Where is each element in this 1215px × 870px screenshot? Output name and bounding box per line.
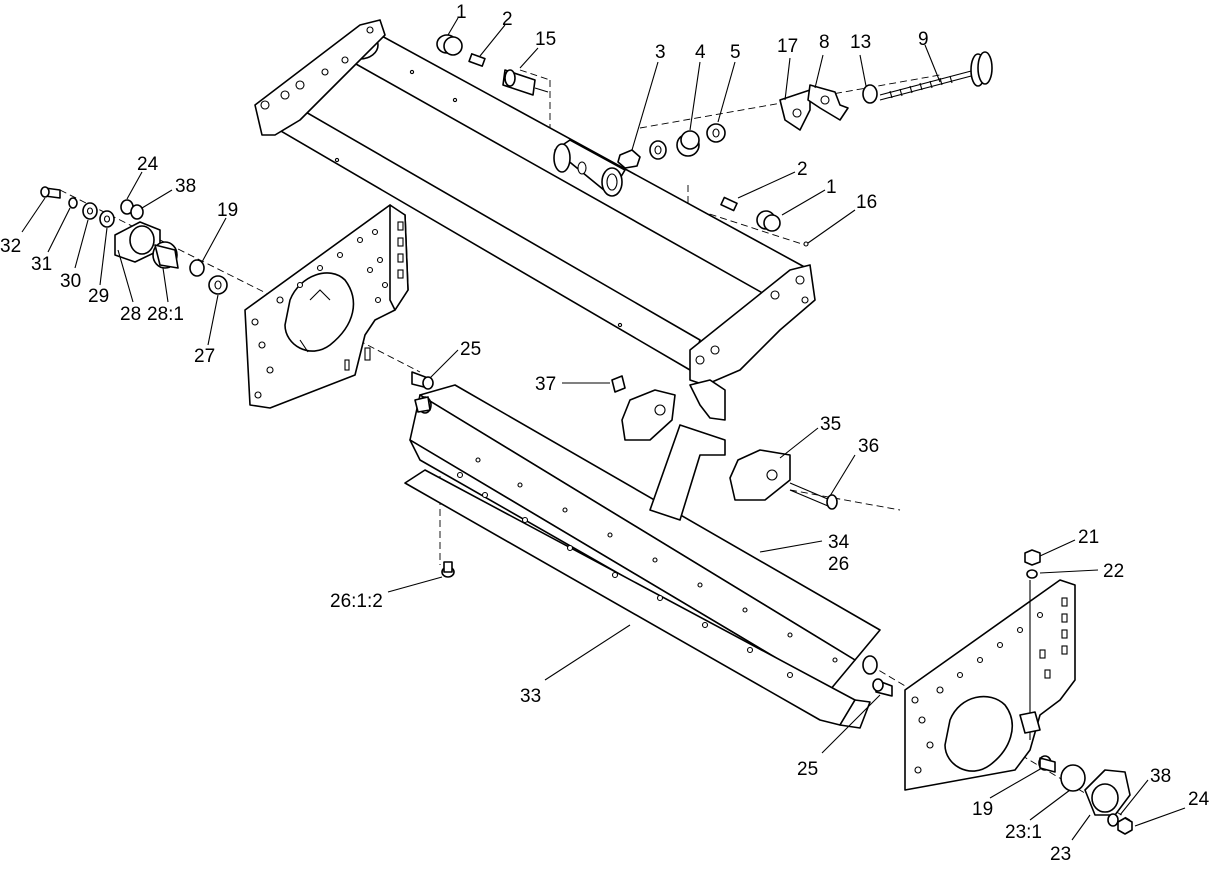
left-side-plate <box>244 204 409 409</box>
callout-23: 23 <box>1050 844 1071 865</box>
callout-13: 13 <box>850 32 871 53</box>
callout-38: 38 <box>175 176 196 197</box>
callout-24: 24 <box>137 154 159 175</box>
upper-frame <box>254 19 816 386</box>
callout-2: 2 <box>502 9 513 30</box>
callout-25: 25 <box>460 339 481 360</box>
callout-25b: 25 <box>797 759 818 780</box>
right-bearing-stack <box>1038 755 1133 835</box>
callout-19b: 19 <box>972 799 993 820</box>
callout-37: 37 <box>535 374 556 395</box>
callout-15: 15 <box>535 29 556 50</box>
left-bearing-stack <box>40 186 228 295</box>
callout-23-1: 23:1 <box>1005 822 1042 843</box>
bedbar-assembly <box>404 379 881 729</box>
callout-5: 5 <box>730 42 741 63</box>
counterweights <box>611 375 838 510</box>
callout-32: 32 <box>0 236 21 257</box>
callout-35: 35 <box>820 414 841 435</box>
callout-1: 1 <box>456 2 467 23</box>
callout-21: 21 <box>1078 527 1099 548</box>
callout-29: 29 <box>88 286 109 307</box>
callout-28-1: 28:1 <box>147 304 184 325</box>
leader-lines <box>21 17 1186 841</box>
callout-22: 22 <box>1103 561 1124 582</box>
callout-2b: 2 <box>797 159 808 180</box>
callout-16: 16 <box>856 192 877 213</box>
callout-17: 17 <box>777 36 798 57</box>
callout-26: 26 <box>828 554 849 575</box>
right-side-plate <box>904 549 1076 791</box>
callout-33: 33 <box>520 686 541 707</box>
callout-36: 36 <box>858 436 879 457</box>
callout-30: 30 <box>60 271 81 292</box>
callout-9: 9 <box>918 29 929 50</box>
callout-19: 19 <box>217 200 238 221</box>
callout-24b: 24 <box>1188 789 1210 810</box>
callout-26-1-2: 26:1:2 <box>330 591 383 612</box>
callout-34: 34 <box>828 532 850 553</box>
callout-38b: 38 <box>1150 766 1171 787</box>
callout-27: 27 <box>194 346 215 367</box>
callout-28: 28 <box>120 304 141 325</box>
callout-1b: 1 <box>826 177 837 198</box>
callout-31: 31 <box>31 254 52 275</box>
callout-8: 8 <box>819 32 830 53</box>
callout-3: 3 <box>655 42 666 63</box>
top-hardware <box>436 34 993 247</box>
tube-collar <box>553 139 626 197</box>
callout-4: 4 <box>695 42 706 63</box>
bedbar-fasteners <box>411 371 893 697</box>
